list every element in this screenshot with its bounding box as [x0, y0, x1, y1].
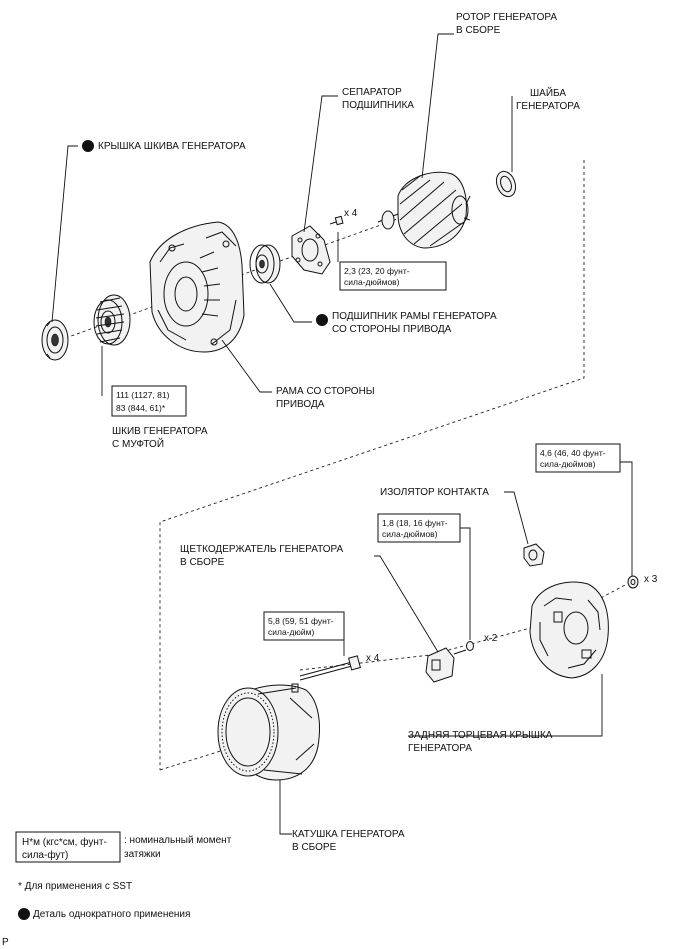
single-use-marker: [18, 908, 30, 920]
legend: Н*м (кгс*см, фунт- сила-фут) : номинальн…: [15, 831, 232, 920]
rotor-label-1: РОТОР ГЕНЕРАТОРА: [456, 12, 557, 23]
separator-torque-box: [339, 261, 447, 291]
separator-label-1: СЕПАРАТОР: [342, 87, 402, 98]
pulley-cover-part: [41, 319, 69, 361]
leader-lines: [51, 33, 633, 835]
legend-unit-desc-1: : номинальный момент: [124, 835, 232, 846]
drive-frame-label-1: РАМА СО СТОРОНЫ: [276, 386, 375, 397]
pulley-part: [93, 294, 131, 346]
brush-holder-part: [425, 641, 474, 683]
legend-unit-box: [15, 831, 121, 863]
rotor-label-2: В СБОРЕ: [456, 25, 501, 36]
rear-cover-label-2: ГЕНЕРАТОРА: [408, 743, 472, 754]
rear-nut-qty: x 3: [644, 574, 658, 585]
coil-bolt-part: [299, 655, 361, 681]
pulley-torque-b: 83 (844, 61)*: [116, 403, 166, 413]
legend-unit-1: Н*м (кгс*см, фунт-: [22, 836, 107, 848]
contact-insulator-part: [523, 543, 545, 567]
coil-torque-box: [263, 611, 345, 641]
generator-washer-part: [495, 170, 517, 198]
separator-label-2: ПОДШИПНИКА: [342, 100, 414, 111]
rear-end-cover-part: [529, 581, 609, 679]
brush-holder-label-1: ЩЕТКОДЕРЖАТЕЛЬ ГЕНЕРАТОРА: [180, 544, 344, 555]
coil-label-2: В СБОРЕ: [292, 842, 337, 853]
coil-label-1: КАТУШКА ГЕНЕРАТОРА: [292, 829, 405, 840]
bearing-label-1: ПОДШИПНИК РАМЫ ГЕНЕРАТОРА: [332, 311, 497, 322]
separator-bolt-part: [329, 215, 344, 226]
rear-nut-torque-1: 4,6 (46, 40 фунт-: [540, 448, 606, 458]
drive-end-bearing-part: [249, 244, 281, 284]
pulley-label-1: ШКИВ ГЕНЕРАТОРА: [112, 426, 208, 437]
brush-holder-label-2: В СБОРЕ: [180, 557, 225, 568]
separator-bolt-qty: x 4: [344, 208, 358, 219]
coil-torque-2: сила-дюйм): [268, 627, 314, 637]
brush-torque-box: [377, 513, 461, 543]
coil-torque-1: 5,8 (59, 51 фунт-: [268, 616, 334, 626]
rear-cover-nut-part: [627, 575, 639, 589]
bearing-label-2: СО СТОРОНЫ ПРИВОДА: [332, 324, 452, 335]
pulley-torque-a: 111 (1127, 81): [116, 390, 170, 400]
brush-torque-1: 1,8 (18, 16 фунт-: [382, 518, 448, 528]
pulley-torque-box: [111, 385, 187, 417]
legend-unit-desc-2: затяжки: [124, 849, 161, 860]
single-use-marker: [316, 314, 328, 326]
legend-unit-2: сила-фут): [22, 849, 68, 861]
washer-label-1: ШАЙБА: [530, 86, 566, 99]
pulley-cover-label: КРЫШКА ШКИВА ГЕНЕРАТОРА: [98, 141, 246, 152]
single-use-marker: [82, 140, 94, 152]
coil-bolt-qty: x 4: [366, 653, 380, 664]
drive-end-frame-part: [149, 221, 245, 353]
brush-screw-qty: x 2: [484, 633, 498, 644]
brush-torque-2: сила-дюймов): [382, 529, 438, 539]
rear-nut-torque-2: сила-дюймов): [540, 459, 596, 469]
rear-nut-torque-box: [535, 443, 621, 473]
bearing-separator-part: [291, 225, 331, 275]
drive-frame-label-2: ПРИВОДА: [276, 399, 325, 410]
washer-label-2: ГЕНЕРАТОРА: [516, 101, 580, 112]
separator-torque-1: 2,3 (23, 20 фунт-: [344, 266, 410, 276]
rear-cover-label-1: ЗАДНЯЯ ТОРЦЕВАЯ КРЫШКА: [408, 730, 553, 741]
legend-single-use: Деталь однократного применения: [33, 909, 190, 920]
stator-coil-part: [217, 683, 320, 781]
corner-mark: P: [2, 937, 9, 948]
rotor-part: [377, 171, 471, 249]
legend-sst-note: * Для применения с SST: [18, 881, 132, 892]
separator-torque-2: сила-дюймов): [344, 277, 400, 287]
insulator-label: ИЗОЛЯТОР КОНТАКТА: [380, 487, 489, 498]
pulley-label-2: С МУФТОЙ: [112, 437, 164, 450]
